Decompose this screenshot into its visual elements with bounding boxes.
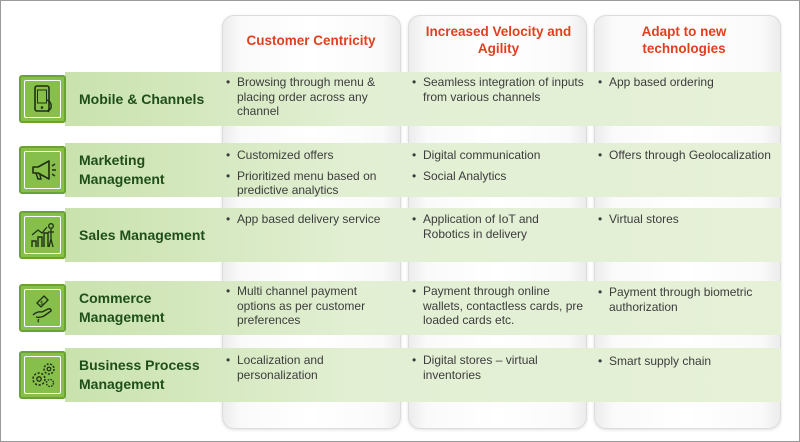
column-heading: Customer Centricity — [246, 32, 376, 48]
cell-velocity-agility: Seamless integration of inputs from vari… — [412, 75, 587, 110]
cell-bullet: Digital communication — [412, 148, 587, 163]
cell-bullet: Prioritized menu based on predictive ana… — [226, 169, 386, 198]
cell-velocity-agility: Digital communication Social Analytics — [412, 148, 587, 189]
cell-new-technologies: App based ordering — [598, 75, 778, 96]
svg-text:$: $ — [40, 300, 44, 307]
row-label: Business Process Management — [79, 357, 200, 392]
row-label: Marketing Management — [79, 152, 165, 187]
cell-customer-centricity: Multi channel payment options as per cus… — [226, 284, 386, 334]
hand-payment-icon: $ — [32, 295, 52, 323]
cell-velocity-agility: Digital stores – virtual inventories — [412, 353, 572, 388]
cell-bullet: Browsing through menu & placing order ac… — [226, 75, 386, 119]
cell-bullet: Virtual stores — [598, 212, 778, 227]
row-icon-box — [19, 75, 66, 123]
row-label: Mobile & Channels — [79, 90, 205, 107]
cell-new-technologies: Smart supply chain — [598, 354, 778, 375]
cell-velocity-agility: Payment through online wallets, contactl… — [412, 284, 590, 334]
cell-customer-centricity: Localization and personalization — [226, 353, 386, 388]
cell-bullet: Multi channel payment options as per cus… — [226, 284, 386, 328]
cell-velocity-agility: Application of IoT and Robotics in deliv… — [412, 212, 572, 247]
row-label: Sales Management — [79, 226, 206, 243]
cell-bullet: App based ordering — [598, 75, 778, 90]
row-label: Commerce Management — [79, 290, 165, 325]
cell-new-technologies: Payment through biometric authorization — [598, 285, 778, 320]
sales-growth-icon — [30, 223, 54, 248]
cell-customer-centricity: Customized offers Prioritized menu based… — [226, 148, 386, 204]
gears-icon — [31, 363, 55, 388]
cell-bullet: Offers through Geolocalization — [598, 148, 780, 163]
cell-new-technologies: Offers through Geolocalization — [598, 148, 780, 169]
cell-bullet: Payment through biometric authorization — [598, 285, 778, 314]
cell-customer-centricity: App based delivery service — [226, 212, 396, 233]
cell-bullet: Payment through online wallets, contactl… — [412, 284, 590, 328]
row-icon-box — [19, 146, 66, 194]
cell-bullet: Localization and personalization — [226, 353, 386, 382]
column-heading: Increased Velocity and Agility — [425, 24, 572, 56]
cell-new-technologies: Virtual stores — [598, 212, 778, 233]
column-heading: Adapt to new technologies — [641, 24, 727, 56]
mobile-phone-icon — [33, 85, 52, 113]
cell-bullet: App based delivery service — [226, 212, 396, 227]
row-icon-box: $ — [19, 284, 66, 332]
cell-bullet: Smart supply chain — [598, 354, 778, 369]
row-icon-box — [19, 211, 66, 259]
cell-customer-centricity: Browsing through menu & placing order ac… — [226, 75, 386, 125]
row-icon-box — [19, 351, 66, 399]
cell-bullet: Social Analytics — [412, 169, 587, 184]
megaphone-icon — [31, 160, 56, 180]
cell-bullet: Application of IoT and Robotics in deliv… — [412, 212, 572, 241]
cell-bullet: Customized offers — [226, 148, 386, 163]
cell-bullet: Digital stores – virtual inventories — [412, 353, 572, 382]
cell-bullet: Seamless integration of inputs from vari… — [412, 75, 587, 104]
